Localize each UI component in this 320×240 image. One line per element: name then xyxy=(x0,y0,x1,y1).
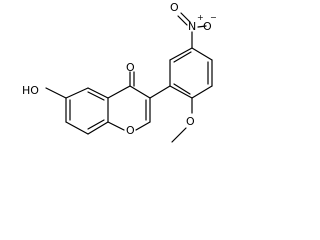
bond xyxy=(191,47,213,61)
bond xyxy=(65,87,89,99)
bond xyxy=(173,83,191,95)
atom-label-ring-oxygen: O xyxy=(126,124,135,137)
bond xyxy=(87,121,109,135)
bond xyxy=(135,121,151,131)
bond xyxy=(149,85,171,99)
bond xyxy=(87,119,105,130)
bond xyxy=(87,91,105,101)
bond xyxy=(45,87,67,99)
bond xyxy=(191,85,213,99)
structure-diagram: O HO O O N + O O − xyxy=(22,1,216,143)
atom-label-methoxy-oxygen: O xyxy=(186,115,195,128)
atom-label-nitro-oxygen-top: O xyxy=(170,1,179,14)
charge-plus: + xyxy=(197,13,204,22)
bond xyxy=(197,25,207,28)
bond xyxy=(180,12,191,23)
bond xyxy=(171,127,187,143)
bond xyxy=(177,15,188,26)
bond xyxy=(129,85,151,99)
bond xyxy=(169,47,193,61)
atom-label-nitro-oxygen-right: O xyxy=(203,20,212,33)
bond xyxy=(87,87,109,99)
atom-label-nitro-nitrogen: N xyxy=(188,20,196,33)
bond xyxy=(65,121,89,135)
bond xyxy=(107,85,131,99)
atom-label-carbonyl-oxygen: O xyxy=(126,61,135,74)
bond xyxy=(107,121,125,131)
atom-label-hydroxyl: HO xyxy=(22,84,39,97)
bond xyxy=(169,85,193,99)
charge-minus: − xyxy=(210,13,216,22)
bond xyxy=(173,51,192,63)
